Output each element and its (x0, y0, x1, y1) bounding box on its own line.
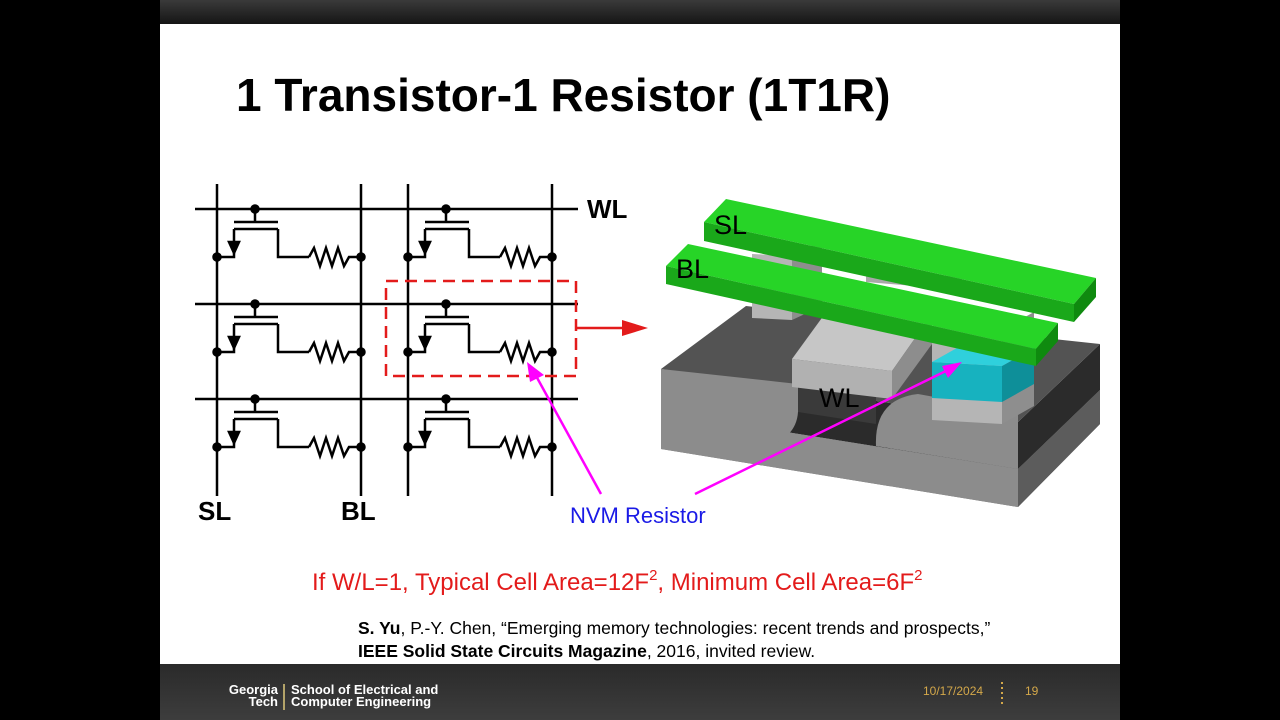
bl-junction-dot (356, 442, 366, 452)
cell-area-sup2: 2 (914, 567, 923, 584)
source-arrow (227, 335, 241, 352)
source-lead (217, 419, 236, 449)
sl-junction-dot (212, 347, 222, 357)
drain-lead (467, 229, 500, 259)
cell-area-sup1: 2 (649, 567, 658, 584)
circuit-bl-label: BL (341, 496, 376, 526)
resistor (498, 434, 552, 460)
source-lead (408, 229, 427, 259)
slide-footer: Georgia Tech School of Electrical and Co… (160, 664, 1120, 720)
reference-authors-rest: , P.-Y. Chen, “Emerging memory technolog… (400, 618, 991, 638)
logo-georgia: Georgia (228, 682, 278, 697)
school-name-line2: Computer Engineering (291, 694, 432, 709)
source-lead (408, 324, 427, 354)
reference-tail: , 2016, invited review. (646, 641, 816, 661)
source-lead (217, 229, 236, 259)
logo-tech: Tech (248, 694, 278, 709)
source-lead (217, 324, 236, 354)
reference-author: S. Yu (358, 618, 401, 638)
highlight-arrow (576, 320, 648, 336)
cell-area-statement: If W/L=1, Typical Cell Area=12F2, Minimu… (312, 567, 923, 597)
logo-divider (283, 684, 285, 710)
cell-area-part2: , Minimum Cell Area=6F (657, 569, 915, 596)
circuit-sl-label: SL (198, 496, 231, 526)
resistor (307, 244, 361, 270)
source-arrow (418, 240, 432, 257)
resistor (307, 434, 361, 460)
drain-lead (467, 324, 500, 354)
georgia-tech-logo: Georgia Tech School of Electrical and Co… (220, 682, 480, 712)
circuit-wl-label: WL (587, 194, 628, 224)
reference-journal: IEEE Solid State Circuits Magazine (358, 641, 647, 661)
nvm-resistor-label: NVM Resistor (570, 503, 706, 528)
bl-junction-dot (356, 347, 366, 357)
sl-junction-dot (403, 252, 413, 262)
source-arrow (418, 430, 432, 447)
slide-title: 1 Transistor-1 Resistor (1T1R) (236, 69, 891, 121)
drain-lead (276, 229, 309, 259)
cell-area-part1: If W/L=1, Typical Cell Area=12F (312, 569, 650, 596)
bl-rail: BL (666, 244, 1058, 366)
source-lead (408, 419, 427, 449)
source-arrow (227, 240, 241, 257)
source-arrow (418, 335, 432, 352)
bl-junction-dot (547, 442, 557, 452)
resistor (498, 339, 552, 365)
sl-junction-dot (212, 252, 222, 262)
drain-lead (276, 324, 309, 354)
drain-lead (276, 419, 309, 449)
footer-separator (1001, 682, 1003, 704)
bl-junction-dot (356, 252, 366, 262)
school-name-line1: School of Electrical and (291, 682, 439, 697)
device-wl-label: WL (819, 383, 860, 413)
drain-lead (467, 419, 500, 449)
slide-number: 19 (1025, 684, 1039, 698)
bl-junction-dot (547, 252, 557, 262)
slide-date: 10/17/2024 (923, 684, 984, 698)
device-3d-diagram: WL SL BL (661, 199, 1100, 507)
sl-rail: SL (704, 199, 1096, 322)
sl-junction-dot (403, 347, 413, 357)
circuit-diagram: WL SL BL (195, 184, 648, 526)
source-arrow (227, 430, 241, 447)
sl-junction-dot (212, 442, 222, 452)
device-bl-label: BL (676, 254, 709, 284)
reference-citation: S. Yu, P.-Y. Chen, “Emerging memory tech… (358, 617, 998, 663)
device-sl-label: SL (714, 210, 747, 240)
slide: 1 Transistor-1 Resistor (1T1R) WL SL BL (160, 24, 1120, 664)
resistor (307, 339, 361, 365)
top-bar (160, 0, 1120, 24)
sl-junction-dot (403, 442, 413, 452)
resistor (498, 244, 552, 270)
bl-junction-dot (547, 347, 557, 357)
nvm-pointer-arrows (527, 362, 962, 496)
